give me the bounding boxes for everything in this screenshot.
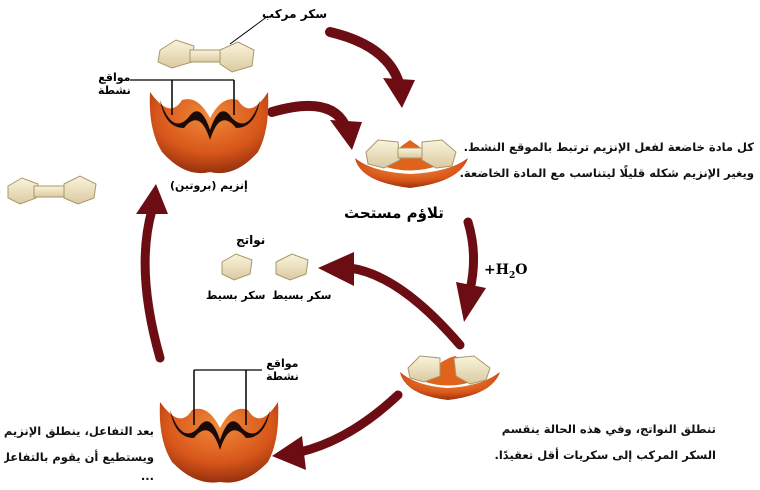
arrow-left-up (136, 184, 168, 363)
label-complex-sugar: سكر مركب (262, 7, 327, 21)
water-suffix: O (515, 262, 528, 278)
caption-left-bottom-line3: ... (140, 469, 154, 482)
label-active-site-top: مواقع نشطة (98, 71, 131, 97)
label-water: +H2O (484, 262, 527, 281)
caption-right-top-line2: ويغير الإنزيم شكله قليلًا ليتناسب مع الم… (459, 166, 754, 180)
label-active-site-top-line1: مواقع (98, 71, 131, 84)
label-active-site-top-line2: نشطة (98, 83, 131, 97)
label-active-site-bottom-line1: مواقع (266, 357, 299, 370)
simple-sugar-1 (221, 253, 253, 281)
caption-left-bottom: بعد التفاعل، ينطلق الإنزيم ويستطيع أن يق… (4, 418, 154, 482)
caption-right-bottom-line1: تنطلق النواتج، وفي هذه الحالة ينقسم (501, 422, 716, 436)
cycle-arrows (136, 27, 486, 470)
label-enzyme-protein: إنزيم (بروتين) (170, 179, 248, 192)
simple-sugar-2 (275, 253, 309, 281)
label-simple-sugar-1: سكر بسيط (206, 289, 266, 302)
complex-sugar-floating (7, 175, 97, 205)
label-simple-sugar-2: سكر بسيط (272, 289, 332, 302)
caption-right-bottom: تنطلق النواتج، وفي هذه الحالة ينقسم السك… (494, 416, 716, 468)
arrow-top-right-upper (325, 27, 415, 108)
arrow-right-down (456, 217, 486, 322)
complex-sugar-top (157, 39, 255, 73)
caption-right-top: كل مادة خاضعة لفعل الإنزيم ترتبط بالموقع… (460, 134, 754, 186)
label-induced-fit: تلاؤم مستحث (344, 204, 444, 222)
arrow-top-right-lower (267, 100, 362, 150)
enzyme-releasing-products (400, 355, 500, 400)
caption-left-bottom-line1: بعد التفاعل، ينطلق الإنزيم (4, 424, 154, 438)
label-products: نواتج (236, 233, 266, 247)
label-active-site-bottom-line2: نشطة (266, 369, 299, 383)
water-sub: 2 (508, 270, 516, 281)
arrow-to-products (318, 252, 465, 350)
enzyme-top (130, 79, 269, 174)
water-prefix: +H (484, 262, 509, 278)
caption-right-top-line1: كل مادة خاضعة لفعل الإنزيم ترتبط بالموقع… (463, 140, 754, 154)
label-active-site-bottom: مواقع نشطة (266, 357, 299, 383)
caption-right-bottom-line2: السكر المركب إلى سكريات أقل تعقيدًا. (494, 448, 716, 462)
arrow-bottom-left (272, 390, 403, 470)
enzyme-substrate-complex (355, 139, 468, 188)
complex-sugar-pointer (229, 15, 269, 45)
enzyme-bottom (159, 369, 279, 483)
caption-left-bottom-line2: ويستطيع أن يقوم بالتفاعل ن (4, 450, 154, 464)
